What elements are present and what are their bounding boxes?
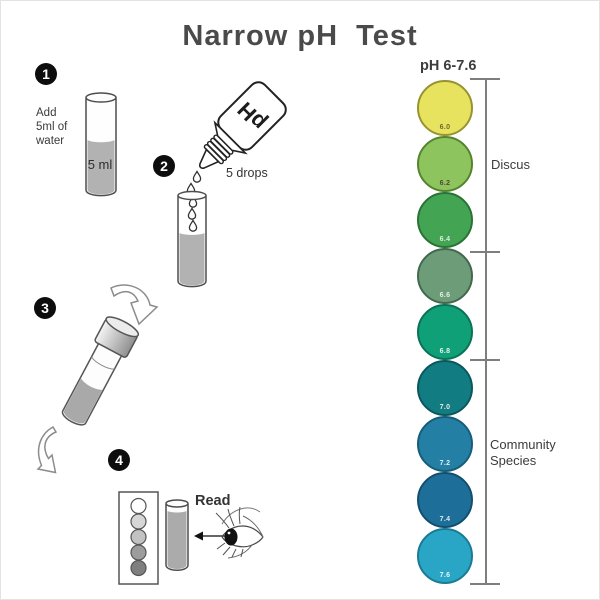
step4-group: 4 Read bbox=[108, 449, 264, 585]
step2-number: 2 bbox=[160, 158, 168, 174]
ph-swatch-value: 6.8 bbox=[439, 348, 451, 355]
step1-group: 1 Add 5ml of water 5 ml bbox=[35, 63, 117, 197]
step1-instruction-line3: water bbox=[35, 135, 64, 147]
ph-swatch-6.4: 6.4 bbox=[417, 192, 473, 248]
water-sample bbox=[87, 140, 115, 195]
ph-swatch-value: 7.6 bbox=[439, 572, 451, 579]
invert-arrow-top bbox=[110, 284, 159, 326]
arrowhead bbox=[194, 531, 203, 541]
ph-swatch-7.6: 7.6 bbox=[417, 528, 473, 584]
step1-badge: 1 bbox=[35, 63, 57, 85]
ph-swatch-6.6: 6.6 bbox=[417, 248, 473, 304]
read-label: Read bbox=[195, 493, 230, 509]
eye-icon bbox=[215, 506, 264, 559]
bracket-tick-discus-end bbox=[470, 251, 500, 253]
bracket-line bbox=[485, 78, 487, 585]
dropper-bottle: pH bbox=[199, 81, 287, 169]
card-swatch-3 bbox=[130, 528, 147, 546]
dropper-tip bbox=[199, 148, 220, 169]
scale-title: pH 6-7.6 bbox=[420, 58, 477, 74]
tube-volume-label: 5 ml bbox=[88, 157, 113, 172]
ph-swatch-7.2: 7.2 bbox=[417, 416, 473, 472]
ph-swatch-value: 6.2 bbox=[439, 180, 451, 187]
bracket-tick-bottom bbox=[470, 583, 500, 585]
ph-swatch-6.8: 6.8 bbox=[417, 304, 473, 360]
step1-number: 1 bbox=[42, 66, 50, 82]
ph-swatch-value: 6.0 bbox=[439, 124, 451, 131]
step2-group: 2 pH 5 drops bbox=[153, 81, 287, 288]
falling-drops bbox=[186, 170, 202, 232]
card-swatch-4 bbox=[130, 544, 147, 561]
step4-badge: 4 bbox=[108, 449, 130, 471]
ph-swatch-value: 6.4 bbox=[439, 236, 451, 243]
step3-number: 3 bbox=[41, 300, 49, 316]
card-swatch-2 bbox=[130, 513, 147, 530]
bracket-tick-community-start bbox=[470, 359, 500, 361]
ph-swatch-7.4: 7.4 bbox=[417, 472, 473, 528]
test-tube-step1: 5 ml bbox=[85, 92, 117, 197]
eye-pupil bbox=[224, 528, 238, 546]
tube3-liquid bbox=[64, 378, 103, 424]
step1-instruction-line2: 5ml of bbox=[36, 121, 68, 133]
group-label-community-species: Community Species bbox=[490, 437, 556, 469]
group-label-discus: Discus bbox=[491, 157, 531, 172]
ph-swatch-value: 7.4 bbox=[439, 516, 451, 523]
test-tube-step2 bbox=[177, 190, 207, 288]
ph-swatch-6.0: 6.0 bbox=[417, 80, 473, 136]
ph-swatch-7.0: 7.0 bbox=[417, 360, 473, 416]
step3-group: 3 bbox=[34, 284, 159, 474]
steps-diagram: 1 Add 5ml of water 5 ml 2 pH bbox=[34, 63, 287, 585]
drops-count-label: 5 drops bbox=[226, 166, 268, 180]
step3-badge: 3 bbox=[34, 297, 56, 319]
bracket-tick-top bbox=[470, 78, 500, 80]
step2-badge: 2 bbox=[153, 155, 175, 177]
ph-swatch-value: 7.0 bbox=[439, 404, 451, 411]
card-swatch-1 bbox=[130, 497, 147, 515]
ph-swatch-value: 6.6 bbox=[439, 292, 451, 299]
ph-swatch-6.2: 6.2 bbox=[417, 136, 473, 192]
ph-swatch-value: 7.2 bbox=[439, 460, 451, 467]
step4-number: 4 bbox=[115, 452, 123, 468]
page-title: Narrow pH Test bbox=[182, 20, 418, 52]
test-tube-step4 bbox=[165, 499, 189, 571]
capped-tube bbox=[61, 316, 140, 426]
step1-instruction-line1: Add bbox=[36, 107, 56, 119]
tube4-liquid bbox=[167, 511, 187, 569]
invert-arrow-bottom bbox=[36, 425, 58, 474]
card-swatches bbox=[130, 497, 147, 577]
tube2-liquid bbox=[179, 233, 205, 286]
card-swatch-5 bbox=[130, 559, 147, 577]
